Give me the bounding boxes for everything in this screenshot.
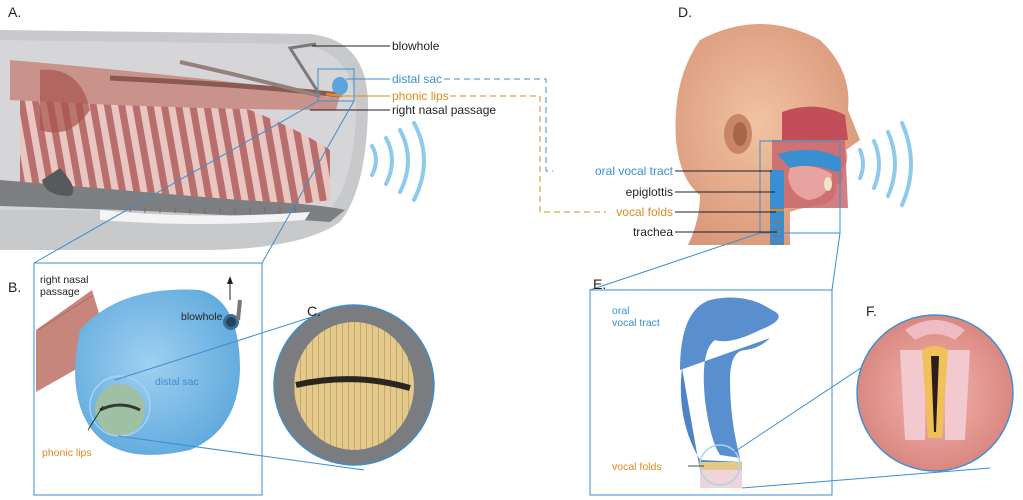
b-label-blowhole: blowhole [181,311,223,323]
panel-label-c: C. [307,303,321,319]
vocal-tract-model [680,298,779,488]
vocal-folds-closeup [857,315,1013,471]
panel-label-a: A. [8,4,21,20]
e-label-vocal-folds: vocal folds [612,461,662,473]
panel-label-f: F. [866,303,877,319]
label-trachea: trachea [633,225,673,239]
panel-label-e: E. [593,276,606,292]
label-epiglottis: epiglottis [626,185,673,199]
e-label-oral-2: vocal tract [612,317,660,329]
distal-sac-to-oral-tract-connector [444,79,553,171]
whale-head-illustration [0,30,368,250]
label-distal-sac: distal sac [392,72,442,86]
e-label-oral-1: oral [612,305,630,317]
label-right-nasal-passage: right nasal passage [392,103,496,117]
whale-distal-sac [332,77,348,95]
panel-label-b: B. [8,279,21,295]
label-blowhole: blowhole [392,39,440,53]
panel-label-d: D. [678,4,692,20]
human-sound-waves [860,123,911,205]
label-phonic-lips: phonic lips [392,89,449,103]
label-oral-vocal-tract: oral vocal tract [595,164,674,178]
phonic-lips-closeup [274,305,434,465]
b-label-phonic-lips: phonic lips [42,447,92,459]
b-label-right-nasal-1: right nasal [40,274,88,286]
b-label-right-nasal-2: passage [40,286,80,298]
whale-sound-waves [372,123,424,200]
b-label-distal-sac: distal sac [155,376,199,388]
label-vocal-folds: vocal folds [616,205,673,219]
